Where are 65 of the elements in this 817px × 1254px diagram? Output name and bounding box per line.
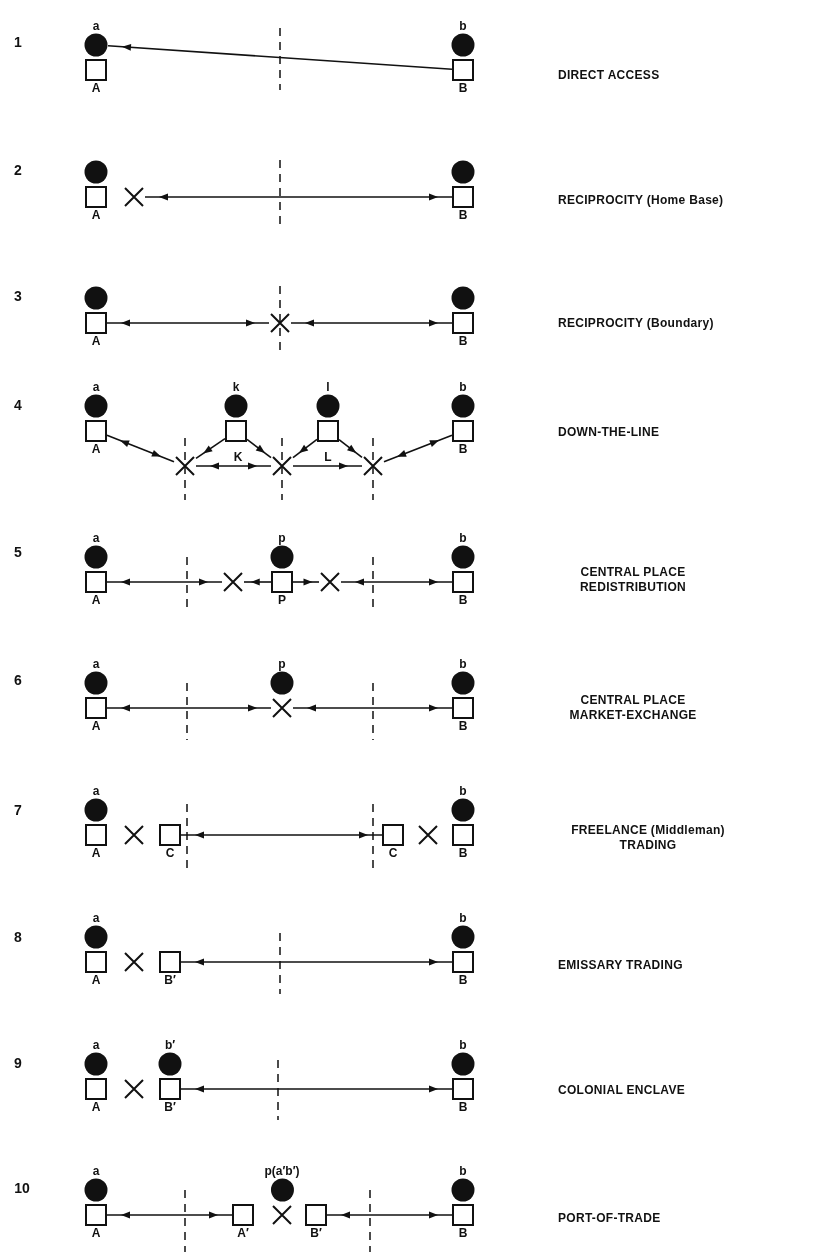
exchange-arrow	[106, 704, 272, 712]
row-number: 10	[14, 1178, 30, 1198]
row-number: 8	[14, 927, 22, 947]
exchange-arrow	[246, 438, 272, 459]
triangle-label: K	[233, 449, 243, 466]
exchange-arrow	[195, 437, 226, 460]
row-number: 6	[14, 670, 22, 690]
cross-mark	[123, 1078, 145, 1100]
square-node	[225, 420, 247, 442]
cross-mark	[123, 951, 145, 973]
exchange-arrow	[180, 831, 383, 839]
cross-mark	[362, 455, 384, 477]
exchange-mode-title: RECIPROCITY (Home Base)	[558, 192, 724, 208]
exchange-arrow	[292, 462, 363, 470]
exchange-arrow	[106, 578, 223, 586]
exchange-mode-title: COLONIAL ENCLAVE	[558, 1082, 686, 1098]
row-number: 5	[14, 542, 22, 562]
row-number: 2	[14, 160, 22, 180]
row-number: 7	[14, 800, 22, 820]
row-number: 4	[14, 395, 22, 415]
row-number: 1	[14, 32, 22, 52]
cross-mark	[417, 824, 439, 846]
exchange-mode-title: EMISSARY TRADING	[558, 957, 683, 973]
circle-node	[84, 160, 108, 184]
exchange-mode-title: FREELANCE (Middleman) TRADING	[570, 823, 726, 853]
exchange-mode-title: PORT-OF-TRADE	[558, 1210, 661, 1226]
exchange-mode-title: DIRECT ACCESS	[558, 67, 660, 83]
cross-mark	[271, 455, 293, 477]
circle-node	[451, 286, 475, 310]
exchange-arrow	[243, 578, 272, 586]
exchange-arrow	[338, 438, 363, 459]
exchange-arrow	[292, 438, 318, 459]
exchange-arrow	[180, 958, 453, 966]
cross-mark	[271, 1204, 293, 1226]
circle-node	[84, 286, 108, 310]
exchange-arrow	[383, 434, 453, 463]
exchange-arrow	[292, 578, 320, 586]
cross-mark	[271, 697, 293, 719]
row-number: 3	[14, 286, 22, 306]
exchange-mode-title: DOWN-THE-LINE	[558, 424, 660, 440]
row-number: 9	[14, 1053, 22, 1073]
cross-mark	[123, 824, 145, 846]
square-node	[317, 420, 339, 442]
cross-mark	[174, 455, 196, 477]
cross-mark	[319, 571, 341, 593]
exchange-arrow	[292, 704, 453, 712]
triangle-label: L	[324, 449, 332, 466]
cross-mark	[123, 186, 145, 208]
exchange-arrow	[144, 193, 453, 201]
exchange-arrow	[195, 462, 272, 470]
exchange-arrow	[106, 319, 270, 327]
exchange-arrow	[180, 1085, 453, 1093]
exchange-arrow	[290, 319, 453, 327]
cross-mark	[222, 571, 244, 593]
exchange-arrow	[106, 434, 175, 463]
exchange-mode-title: RECIPROCITY (Boundary)	[558, 315, 714, 331]
exchange-arrow	[326, 1211, 453, 1219]
circle-node: p(a′b′)	[264, 1164, 300, 1202]
circle-node	[451, 160, 475, 184]
exchange-mode-title: CENTRAL PLACE MARKET-EXCHANGE	[568, 693, 698, 723]
exchange-arrow	[106, 1211, 233, 1219]
exchange-mode-title: CENTRAL PLACE REDISTRIBUTION	[578, 565, 688, 595]
exchange-arrow	[340, 578, 453, 586]
cross-mark	[269, 312, 291, 334]
exchange-arrow	[107, 43, 453, 71]
